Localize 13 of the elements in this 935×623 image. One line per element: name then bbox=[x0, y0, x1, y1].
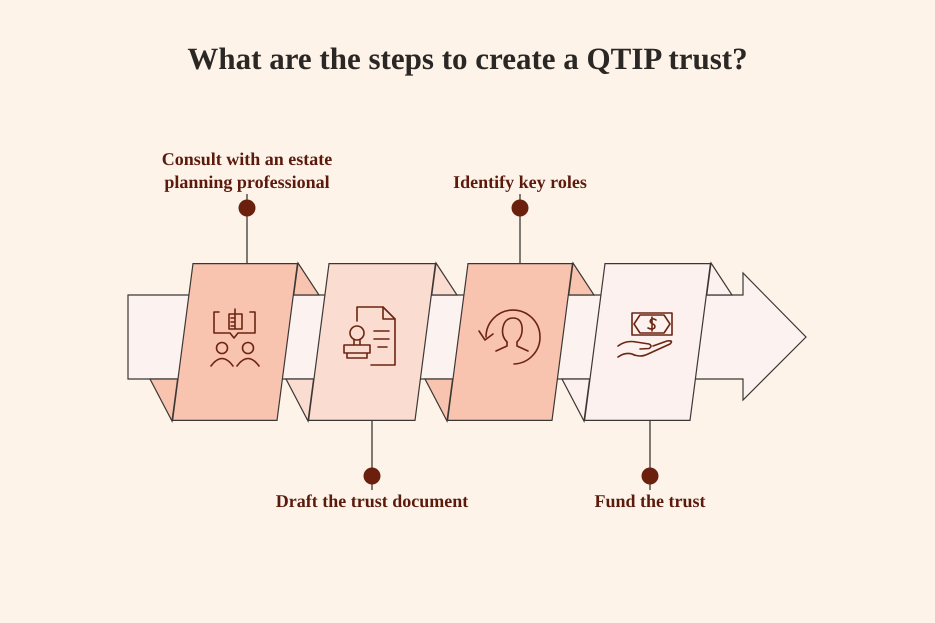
step-panel bbox=[447, 263, 573, 421]
step-panel bbox=[308, 263, 436, 421]
title: What are the steps to create a QTIP trust? bbox=[187, 40, 748, 78]
step-panel bbox=[584, 263, 711, 421]
leader-line bbox=[364, 421, 380, 490]
step-label: Draft the trust document bbox=[252, 490, 492, 513]
step-label: Fund the trust bbox=[560, 490, 740, 513]
step-label: Identify key roles bbox=[420, 171, 620, 194]
leader-line bbox=[512, 194, 528, 263]
step-label: Consult with an estate planning professional bbox=[142, 148, 352, 194]
step-panel bbox=[172, 263, 298, 421]
leader-line bbox=[238, 194, 256, 263]
leader-line bbox=[642, 421, 658, 490]
